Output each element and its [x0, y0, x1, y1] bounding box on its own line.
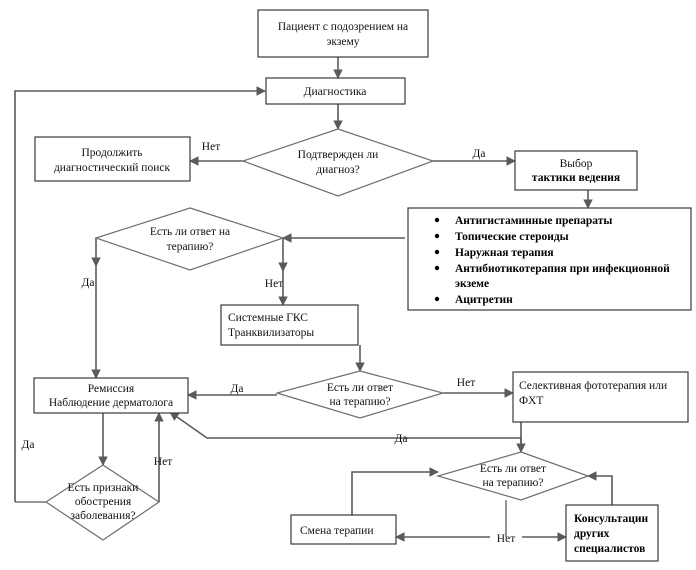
- node-exacerbation-line3: заболевания?: [70, 510, 135, 522]
- node-exacerbation-line1: Есть признаки: [68, 482, 139, 494]
- node-diagnostics-line1: Диагностика: [304, 86, 367, 98]
- node-therapy-list-bullet-2: Топические стероиды: [455, 231, 569, 243]
- node-response-2-line2: на терапию?: [330, 396, 391, 408]
- node-response-1[interactable]: Есть ли ответ на терапию?: [94, 207, 285, 271]
- node-exacerbation-line2: обострения: [75, 496, 132, 508]
- node-response-3[interactable]: Есть ли ответ на терапию?: [435, 451, 590, 501]
- edge-label-dx-yes: Да: [473, 148, 486, 160]
- node-patient-box: [257, 9, 429, 58]
- node-response-2-line1: Есть ли ответ: [327, 382, 393, 394]
- node-tactics-choice-line1: Выбор: [560, 158, 593, 170]
- node-therapy-list-bullet-4b: экземе: [455, 278, 489, 290]
- node-therapy-list-bullet-4: Антибиотикотерапия при инфекционной: [455, 263, 670, 275]
- edge-label-exacerbation-no: Нет: [154, 456, 172, 468]
- node-therapy-list-bullet-3: Наружная терапия: [455, 247, 554, 259]
- node-exacerbation[interactable]: Есть признаки обострения заболевания?: [44, 464, 161, 541]
- node-dx-confirmed[interactable]: Подтвержден ли диагноз?: [241, 128, 435, 197]
- node-dx-confirmed-diamond: [241, 128, 435, 197]
- edge-label-response1-yes: Да: [82, 277, 95, 289]
- bullet-dot-icon: [434, 265, 440, 271]
- node-response-3-diamond: [435, 451, 590, 501]
- node-therapy-list[interactable]: Антигистаминные препараты Топические сте…: [407, 207, 692, 311]
- node-response-3-line2: на терапию?: [483, 477, 544, 489]
- node-diagnostics[interactable]: Диагностика: [265, 77, 406, 105]
- node-response-2-diamond: [274, 370, 446, 419]
- edge-label-dx-no: Нет: [202, 141, 220, 153]
- node-remission-line1: Ремиссия: [88, 383, 135, 395]
- node-systemic-gks[interactable]: Системные ГКС Транквилизаторы: [220, 304, 359, 346]
- node-response-3-line1: Есть ли ответ: [480, 463, 546, 475]
- edge-response3-yes-to-remission: [169, 411, 522, 452]
- node-consultations[interactable]: Консультации других специалистов: [565, 504, 659, 562]
- node-phototherapy-box: [512, 371, 689, 423]
- node-systemic-gks-line1: Системные ГКС: [228, 312, 308, 324]
- node-systemic-gks-box: [220, 304, 359, 346]
- node-patient[interactable]: Пациент с подозрением на экзему: [257, 9, 429, 58]
- node-remission-line2: Наблюдение дерматолога: [49, 397, 173, 409]
- node-systemic-gks-line2: Транквилизаторы: [228, 327, 314, 339]
- node-continue-search-box: [34, 136, 191, 182]
- edge-exacerbation-yes-return-to-diagnostics: [14, 86, 266, 502]
- edge-label-response2-no: Нет: [457, 377, 475, 389]
- edges-layer: [14, 57, 613, 542]
- node-change-therapy-line1: Смена терапии: [300, 525, 373, 537]
- node-consultations-box: [565, 504, 659, 562]
- node-response-1-line1: Есть ли ответ на: [150, 226, 230, 238]
- node-continue-search-line2: диагностический поиск: [54, 162, 171, 174]
- node-tactics-choice-line2: тактики ведения: [532, 172, 620, 184]
- node-patient-line1: Пациент с подозрением на: [278, 21, 408, 33]
- bullet-dot-icon: [434, 249, 440, 255]
- node-remission-box: [33, 377, 189, 414]
- node-therapy-list-box: [407, 207, 692, 311]
- edge-label-response3-no: Нет: [497, 533, 515, 545]
- node-dx-confirmed-line2: диагноз?: [316, 164, 359, 176]
- node-tactics-choice[interactable]: Выбор тактики ведения: [514, 150, 638, 191]
- bullet-dot-icon: [434, 217, 440, 223]
- node-remission[interactable]: Ремиссия Наблюдение дерматолога: [33, 377, 189, 414]
- node-patient-line2: экзему: [326, 36, 359, 48]
- node-dx-confirmed-line1: Подтвержден ли: [298, 149, 379, 161]
- node-phototherapy[interactable]: Селективная фототерапия или ФХТ: [512, 371, 689, 423]
- node-therapy-list-bullet-1: Антигистаминные препараты: [455, 215, 612, 227]
- node-exacerbation-diamond: [44, 464, 161, 541]
- node-response-2[interactable]: Есть ли ответ на терапию?: [274, 370, 446, 419]
- node-continue-search[interactable]: Продолжить диагностический поиск: [34, 136, 191, 182]
- node-response-1-diamond: [94, 207, 285, 271]
- edge-label-response2-yes: Да: [231, 383, 244, 395]
- node-consultations-line1: Консультации: [574, 513, 648, 525]
- node-change-therapy[interactable]: Смена терапии: [290, 514, 397, 545]
- node-change-therapy-box: [290, 514, 397, 545]
- node-diagnostics-box: [265, 77, 406, 105]
- node-consultations-line2: других: [574, 528, 610, 540]
- edge-label-exacerbation-yes: Да: [22, 439, 35, 451]
- edge-label-response3-yes: Да: [395, 433, 408, 445]
- bullet-dot-icon: [434, 233, 440, 239]
- node-tactics-choice-box: [514, 150, 638, 191]
- node-consultations-line3: специалистов: [574, 543, 645, 555]
- node-response-1-line2: терапию?: [167, 241, 214, 253]
- node-therapy-list-bullet-5: Ацитретин: [455, 294, 513, 306]
- edge-labels-layer: Нет Да Да Нет Да Нет Да Нет Да Нет: [22, 141, 516, 545]
- edge-consultations-to-response3: [587, 471, 613, 505]
- node-phototherapy-line2: ФХТ: [519, 395, 543, 407]
- node-phototherapy-line1: Селективная фототерапия или: [519, 380, 667, 392]
- edge-label-response1-no: Нет: [265, 278, 283, 290]
- bullet-dot-icon: [434, 296, 440, 302]
- node-continue-search-line1: Продолжить: [81, 147, 142, 159]
